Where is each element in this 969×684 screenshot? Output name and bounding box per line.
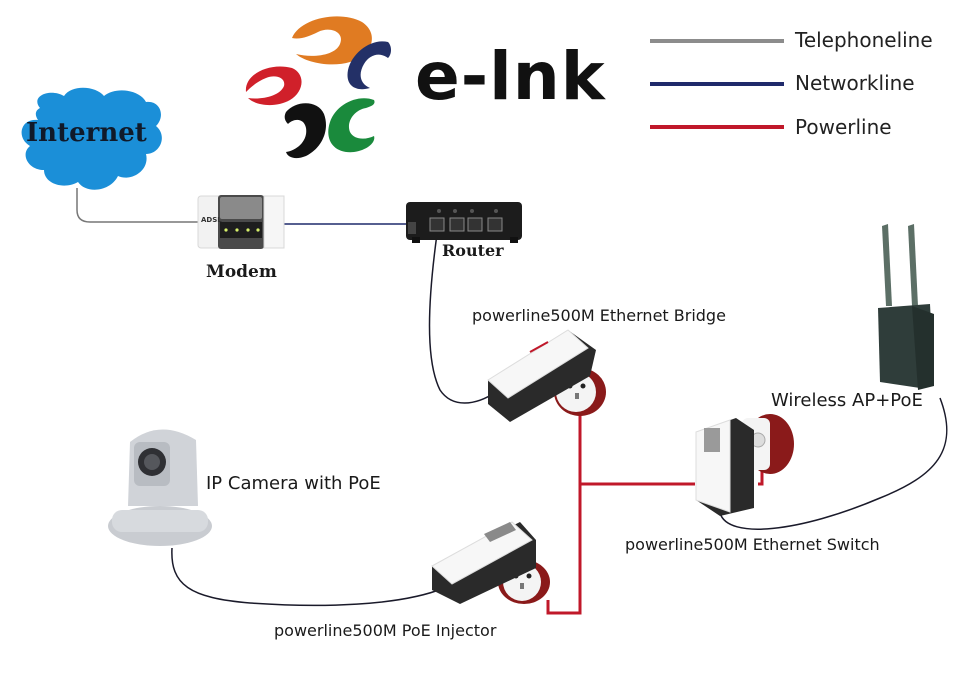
logo-swirl-black [284,103,326,159]
cable-network-switch-ap [719,397,948,530]
poe-injector-label: powerline500M PoE Injector [274,621,497,640]
cable-network-router-bridge [428,233,497,404]
legend [650,39,784,129]
logo-swirl-orange [292,16,372,65]
switch-label: powerline500M Ethernet Switch [625,535,880,554]
router-label: Router [442,241,504,260]
switch-adapter [695,414,794,516]
injector-adapter [431,521,550,604]
cloud-shape [21,87,162,190]
wireless-ap-label: Wireless AP+PoE [771,390,923,411]
modem-label: Modem [206,262,277,282]
bridge-adapter [487,329,606,422]
cable-powerline-bridge [546,412,582,615]
ip-camera-label: IP Camera with PoE [206,473,381,494]
modem-device [197,195,285,249]
ip-camera-device [108,429,212,546]
legend-label-power: Powerline [795,115,892,139]
logo-swirl-red [245,66,302,106]
legend-label-telephone: Telephoneline [795,28,933,52]
internet-label: Internet [26,118,147,148]
brand-name: e-lnk [415,38,606,115]
logo-swirl-green [328,98,375,153]
logo-swirl-blue [347,41,391,90]
legend-label-network: Networkline [795,71,915,95]
cable-telephone-internet-modem [76,188,198,223]
internet-cloud [21,87,162,190]
bridge-label: powerline500M Ethernet Bridge [472,306,726,325]
router-device [406,202,522,243]
wireless-ap-device [878,224,934,390]
brand-logo [245,16,391,159]
cable-network-camera-injector [171,547,445,607]
modem-badge: ADSL [201,216,222,224]
cable-powerline-switch-plug [758,470,764,486]
